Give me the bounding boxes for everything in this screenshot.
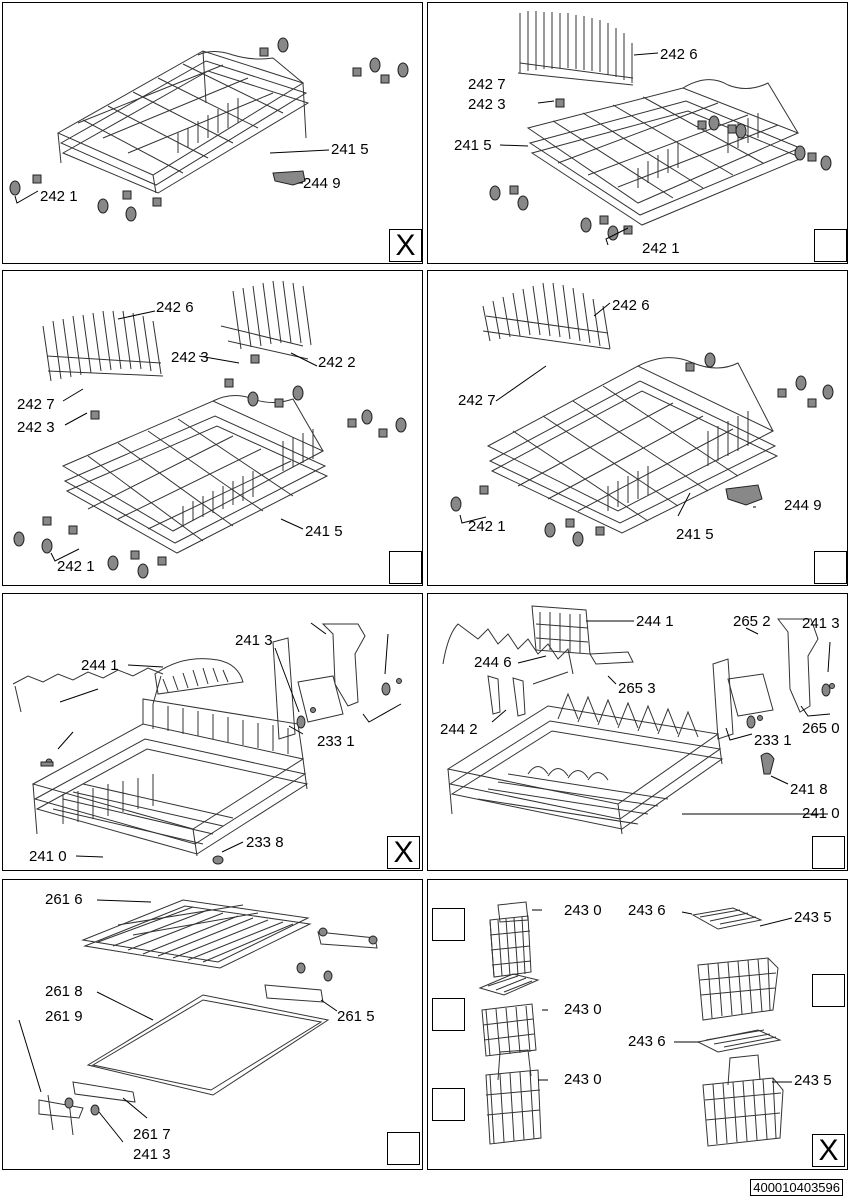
part-label: 241 0	[29, 848, 67, 865]
part-label: 242 7	[458, 392, 496, 409]
part-label: 242 1	[57, 558, 95, 575]
part-label: 233 1	[754, 732, 792, 749]
panel-6-lower-basket: 244 1 265 2 241 3 244 6 265 3 244 2 233 …	[427, 593, 848, 871]
mark-box	[812, 836, 845, 869]
part-label: 241 5	[454, 137, 492, 154]
part-label: 261 7	[133, 1126, 171, 1143]
part-label: 243 0	[564, 902, 602, 919]
basket-illustration	[489, 11, 832, 246]
part-label: 242 3	[17, 419, 55, 436]
basket-illustration	[450, 282, 834, 547]
part-label: 241 3	[235, 632, 273, 649]
panel-7-cutlery-tray: 261 6 261 8 261 5 261 9 261 7 241 3	[2, 879, 423, 1170]
mark-box	[387, 1132, 420, 1165]
panel-5-lower-basket: 244 1 241 3 233 1 233 8 241 0 X	[2, 593, 423, 871]
part-label: 241 5	[331, 141, 369, 158]
part-label: 261 5	[337, 1008, 375, 1025]
part-label: 244 9	[303, 175, 341, 192]
part-label: 244 6	[474, 654, 512, 671]
part-label: 241 5	[305, 523, 343, 540]
part-label: 244 1	[81, 657, 119, 674]
variant-box	[432, 908, 465, 941]
part-label: 243 0	[564, 1001, 602, 1018]
variant-box	[812, 974, 845, 1007]
document-number: 400010403596	[750, 1179, 843, 1196]
mark-box	[814, 229, 847, 262]
part-label: 241 3	[133, 1146, 171, 1163]
mark-box	[389, 551, 422, 584]
variant-box	[432, 1088, 465, 1121]
tray-illustration	[18, 899, 378, 1143]
part-label: 241 3	[802, 615, 840, 632]
part-label: 243 5	[794, 909, 832, 926]
part-label: 243 0	[564, 1071, 602, 1088]
mark-box: X	[812, 1134, 845, 1167]
part-label: 233 1	[317, 733, 355, 750]
part-label: 242 6	[156, 299, 194, 316]
mark-box	[814, 551, 847, 584]
variant-box	[432, 998, 465, 1031]
part-label: 244 9	[784, 497, 822, 514]
mark-box: X	[389, 229, 422, 262]
part-label: 244 1	[636, 613, 674, 630]
part-label: 242 2	[318, 354, 356, 371]
part-label: 265 2	[733, 613, 771, 630]
part-label: 242 7	[17, 396, 55, 413]
part-label: 244 2	[440, 721, 478, 738]
part-label: 241 5	[676, 526, 714, 543]
basket-illustration	[9, 37, 409, 222]
part-label: 261 8	[45, 983, 83, 1000]
part-label: 241 8	[790, 781, 828, 798]
part-label: 242 6	[612, 297, 650, 314]
mark-box: X	[387, 836, 420, 869]
part-label: 242 6	[660, 46, 698, 63]
part-label: 241 0	[802, 805, 840, 822]
panel-8-cutlery-baskets: 243 0 243 6 243 5 243 0 243 6 243 0 243 …	[427, 879, 848, 1170]
basket-illustration	[442, 605, 835, 835]
part-label: 233 8	[246, 834, 284, 851]
part-label: 265 3	[618, 680, 656, 697]
part-label: 242 1	[642, 240, 680, 257]
part-label: 242 7	[468, 76, 506, 93]
part-label: 242 1	[468, 518, 506, 535]
part-label: 243 6	[628, 1033, 666, 1050]
part-label: 243 5	[794, 1072, 832, 1089]
panel-1-lower-basket: 241 5 244 9 242 1 X	[2, 2, 423, 264]
part-label: 242 3	[171, 349, 209, 366]
panel-4-upper-basket: 242 6 242 7 244 9 242 1 241 5	[427, 270, 848, 586]
basket-illustration	[478, 901, 793, 1147]
panel-3-upper-basket: 242 6 242 3 242 2 242 7 242 3 241 5 242 …	[2, 270, 423, 586]
part-label: 261 9	[45, 1008, 83, 1025]
basket-illustration	[13, 280, 407, 579]
part-label: 242 3	[468, 96, 506, 113]
part-label: 265 0	[802, 720, 840, 737]
basket-illustration	[12, 622, 402, 865]
panel-2-upper-basket: 242 6 242 7 242 3 241 5 242 1	[427, 2, 848, 264]
part-label: 242 1	[40, 188, 78, 205]
part-label: 261 6	[45, 891, 83, 908]
part-label: 243 6	[628, 902, 666, 919]
